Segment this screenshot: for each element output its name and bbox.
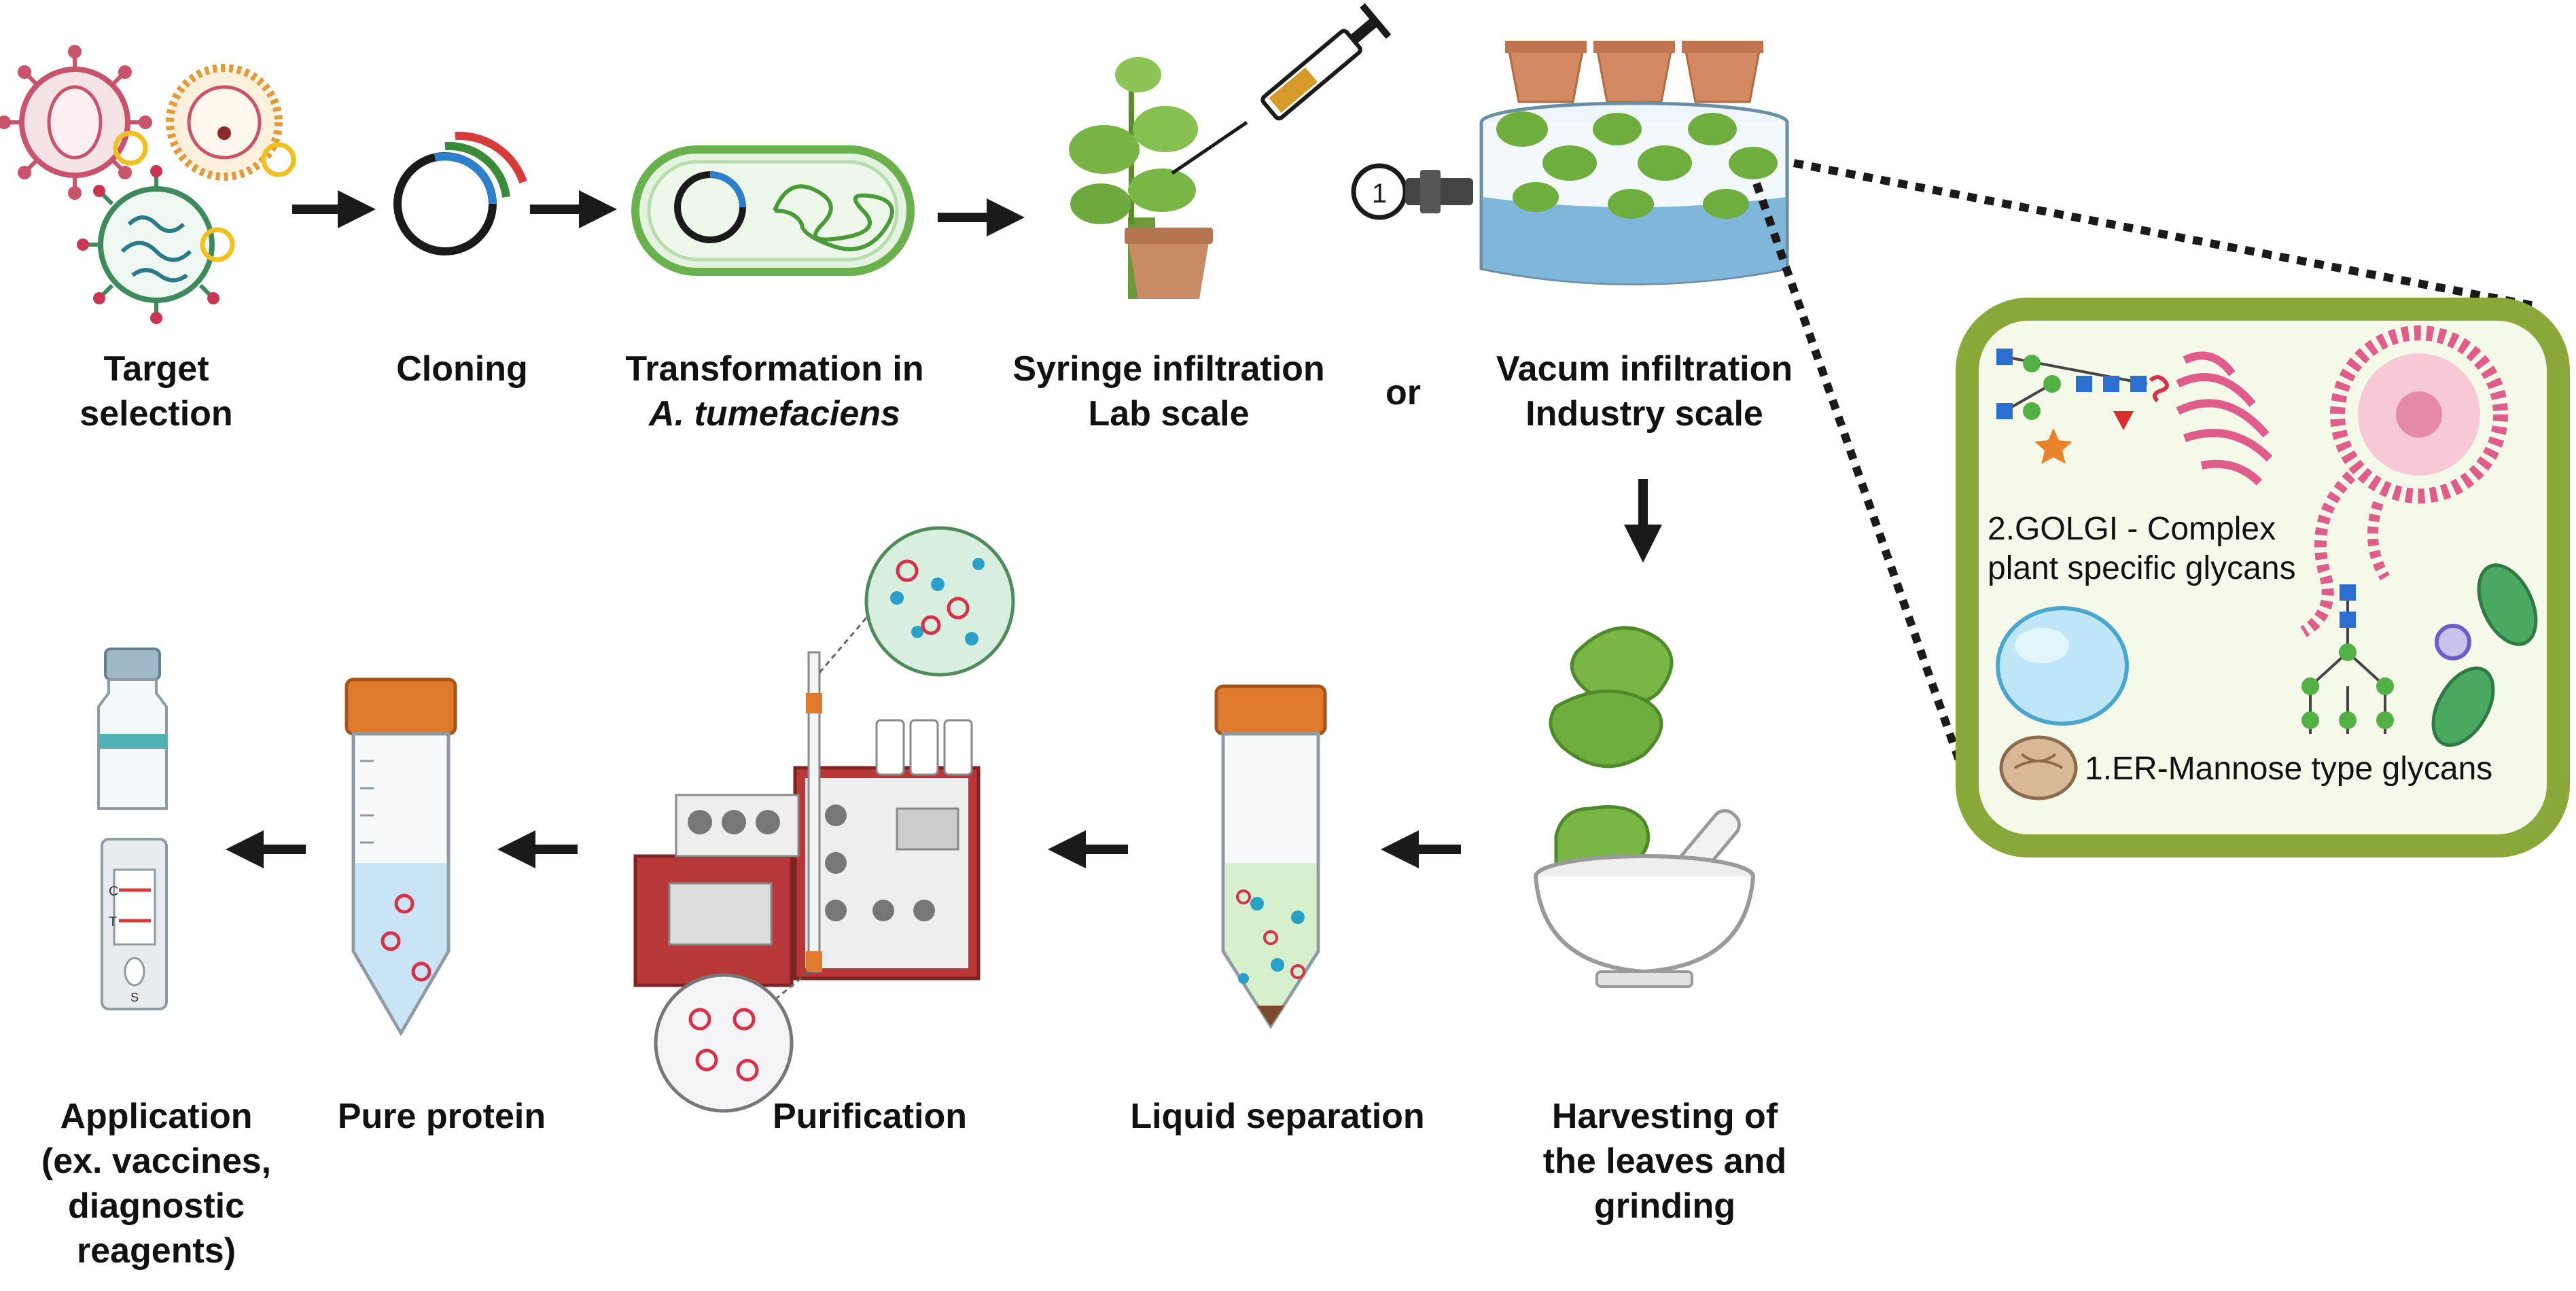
golgi-icon — [2176, 351, 2273, 486]
plasmid-icon — [393, 131, 527, 255]
label-liquid-separation: Liquid separation — [1101, 1094, 1454, 1139]
mortar-pestle-icon — [1534, 626, 1755, 988]
nucleus-er-icon — [2300, 325, 2508, 637]
potted-plant-icon — [1069, 57, 1213, 299]
label-vacuum: Vacum infiltration Industry scale — [1468, 347, 1821, 436]
zoom-circle-mixed — [864, 526, 1015, 677]
virus-icon-orange — [166, 64, 296, 181]
label-cloning: Cloning — [360, 347, 564, 391]
inset-golgi-label: 2.GOLGI - Complex plant specific glycans — [1988, 510, 2296, 588]
label-target-selection: Target selection — [54, 347, 258, 436]
label-line: selection — [80, 394, 233, 434]
test-c-label: C — [109, 884, 118, 899]
label-application: Application (ex. vaccines, diagnostic re… — [27, 1094, 285, 1273]
vacuole-icon — [1996, 606, 2129, 726]
zoom-lines — [1752, 159, 2536, 824]
inset-line: plant specific glycans — [1988, 550, 2296, 586]
inset-line: 2.GOLGI - Complex — [1988, 511, 2276, 547]
label-line: diagnostic — [67, 1186, 245, 1226]
label-harvesting: Harvesting of the leaves and grinding — [1515, 1094, 1814, 1228]
label-line: Pure protein — [337, 1097, 546, 1136]
bacterium-icon — [631, 145, 915, 276]
label-line: Transformation in — [625, 349, 924, 389]
zoom-circle-pure — [654, 973, 794, 1113]
falcon-tube-separation — [1214, 684, 1327, 1029]
label-line: grinding — [1594, 1186, 1735, 1226]
plant-cell-inset — [1956, 298, 2570, 857]
label-purification: Purification — [734, 1094, 1006, 1139]
label-line: Cloning — [396, 349, 528, 389]
label-line: reagents) — [76, 1231, 236, 1271]
label-line: Target — [103, 349, 209, 389]
vacuum-tank-icon: 1 — [1351, 41, 1789, 285]
label-line: Purification — [772, 1097, 968, 1136]
virus-icon-green — [77, 165, 235, 324]
label-line: (ex. vaccines, — [41, 1142, 272, 1181]
vaccine-vial-icon — [97, 648, 168, 810]
label-line: Liquid separation — [1130, 1097, 1425, 1136]
label-transformation: Transformation in A. tumefaciens — [598, 347, 951, 436]
label-line: Industry scale — [1525, 394, 1763, 434]
mitochondria-icon — [2431, 563, 2538, 747]
gauge-label: 1 — [1372, 179, 1387, 209]
label-line: Harvesting of — [1551, 1097, 1778, 1136]
label-line: Lab scale — [1088, 394, 1250, 434]
amyloplast-icon — [1999, 735, 2078, 800]
test-s-label: S — [130, 991, 139, 1004]
mannose-glycan-icon — [2301, 584, 2394, 734]
label-line: Vacum infiltration — [1496, 349, 1793, 389]
inset-er-label: 1.ER-Mannose type glycans — [2085, 749, 2492, 789]
label-line: or — [1386, 373, 1421, 412]
rapid-test-icon: C T S — [101, 838, 168, 1010]
label-line: Syringe infiltration — [1012, 349, 1325, 389]
inset-line: 1.ER-Mannose type glycans — [2085, 751, 2493, 787]
virus-icon-pink — [0, 45, 152, 200]
label-line: Application — [60, 1097, 253, 1136]
label-syringe: Syringe infiltration Lab scale — [992, 347, 1345, 436]
syringe-icon — [1171, 3, 1392, 175]
fplc-instrument-icon — [633, 597, 981, 1007]
label-or: or — [1359, 370, 1447, 415]
label-pure-protein: Pure protein — [306, 1094, 578, 1139]
test-t-label: T — [109, 915, 117, 930]
falcon-tube-pure — [345, 677, 457, 1036]
label-line: A. tumefaciens — [649, 394, 900, 434]
label-line: the leaves and — [1542, 1142, 1787, 1181]
complex-glycan-icon — [1996, 349, 2169, 464]
